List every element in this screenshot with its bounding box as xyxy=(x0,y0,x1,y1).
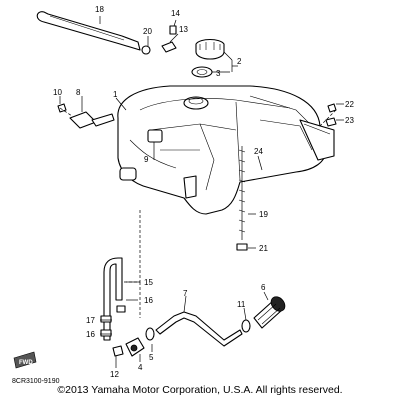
callout-16b: 16 xyxy=(86,330,95,339)
collar-part-23 xyxy=(325,117,337,127)
bracket-part-8 xyxy=(69,111,115,129)
callout-2: 2 xyxy=(237,57,242,66)
clamp-part-20 xyxy=(141,45,151,55)
callout-15: 15 xyxy=(144,278,153,287)
callout-4: 4 xyxy=(138,363,143,372)
callout-3: 3 xyxy=(216,69,221,78)
bolt-part-14 xyxy=(169,25,177,35)
callout-18: 18 xyxy=(95,5,104,14)
leader-lines xyxy=(59,16,344,368)
strap-part-19 xyxy=(238,146,246,240)
clip-part-11 xyxy=(241,319,251,333)
callout-17: 17 xyxy=(86,316,95,325)
fuel-cock-part-4 xyxy=(125,337,145,357)
callout-21: 21 xyxy=(259,244,268,253)
callout-12: 12 xyxy=(110,370,119,379)
clip-part-16a xyxy=(116,305,126,313)
callout-13: 13 xyxy=(179,25,188,34)
clip-part-13 xyxy=(161,41,177,53)
clip-part-16b xyxy=(100,329,112,337)
fuel-tank-part-1 xyxy=(117,85,335,215)
callout-9: 9 xyxy=(144,155,149,164)
copyright-notice: ©2013 Yamaha Motor Corporation, U.S.A. A… xyxy=(57,384,343,396)
nut-part-21 xyxy=(236,243,248,251)
bolt-part-12 xyxy=(112,345,124,357)
breather-hose-part-18 xyxy=(36,11,141,51)
fwd-badge-label: FWD xyxy=(19,360,33,366)
bolt-part-10 xyxy=(57,103,67,113)
callout-11: 11 xyxy=(237,300,246,309)
callout-23: 23 xyxy=(345,116,354,125)
callout-7: 7 xyxy=(183,289,188,298)
fuel-hose-part-15 xyxy=(103,257,123,341)
callout-1: 1 xyxy=(113,90,118,99)
callout-5: 5 xyxy=(149,353,154,362)
callout-20: 20 xyxy=(143,27,152,36)
callout-24: 24 xyxy=(254,147,263,156)
callout-6: 6 xyxy=(261,283,266,292)
fuel-pipe-part-7 xyxy=(155,311,243,347)
callout-22: 22 xyxy=(345,100,354,109)
callout-14: 14 xyxy=(171,9,180,18)
diagram-code: 8CR3100-9190 xyxy=(12,378,60,385)
fuel-filter-part-6 xyxy=(253,296,286,329)
clip-part-17 xyxy=(100,315,112,323)
gasket-part-3 xyxy=(191,66,213,78)
callout-19: 19 xyxy=(259,210,268,219)
callout-10: 10 xyxy=(53,88,62,97)
callout-16a: 16 xyxy=(144,296,153,305)
callout-8: 8 xyxy=(76,88,81,97)
washer-part-5 xyxy=(145,327,155,341)
fuel-cap-part-2 xyxy=(195,38,225,60)
fwd-arrow-icon: FWD xyxy=(13,351,37,369)
